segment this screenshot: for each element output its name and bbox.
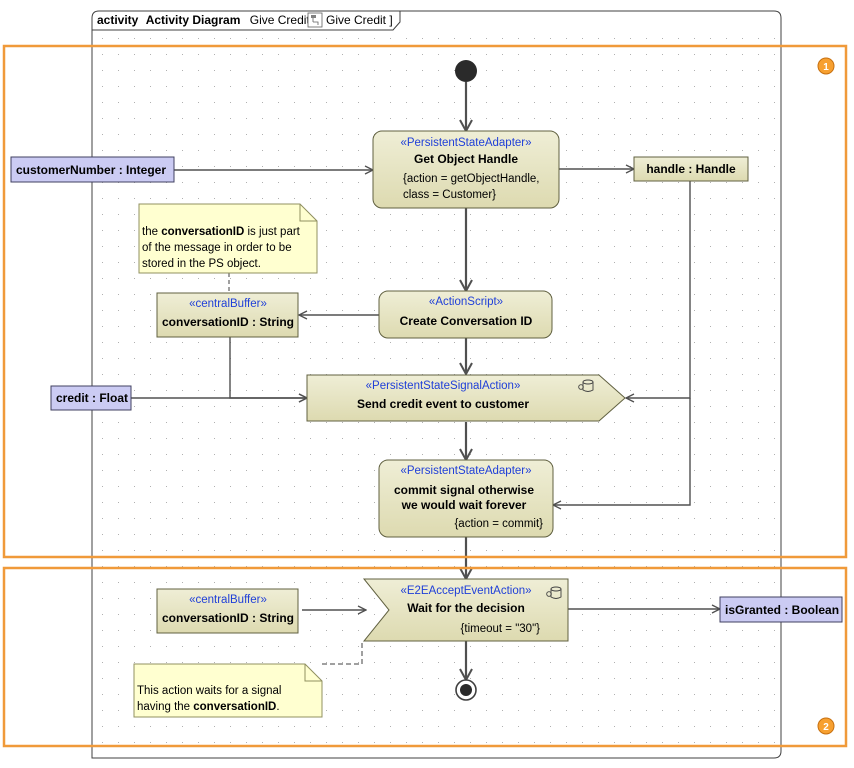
stereotype-label: «PersistentStateSignalAction» xyxy=(366,380,521,392)
central-buffer-2[interactable]: «centralBuffer» conversationID : String xyxy=(156,588,299,634)
param-customer-number[interactable]: customerNumber : Integer xyxy=(10,156,175,183)
note-line-1: This action waits for a signal xyxy=(137,685,281,697)
persistent-state-icon xyxy=(546,586,562,599)
action-send-credit-event[interactable]: «PersistentStateSignalAction» Send credi… xyxy=(306,374,626,422)
persistent-state-icon xyxy=(578,379,594,392)
initial-node xyxy=(455,60,477,82)
action-get-object-handle[interactable]: «PersistentStateAdapter» Get Object Hand… xyxy=(372,130,560,209)
action-props: {timeout = "30"} xyxy=(461,623,541,635)
stereotype-label: «centralBuffer» xyxy=(189,594,267,606)
stereotype-label: «centralBuffer» xyxy=(189,298,267,310)
action-props-1: {action = getObjectHandle, xyxy=(403,173,540,185)
object-handle[interactable]: handle : Handle xyxy=(633,156,749,182)
activity-final-node xyxy=(455,679,477,701)
action-name-2: we would wait forever xyxy=(401,498,527,512)
action-name-1: commit signal otherwise xyxy=(394,483,534,497)
action-name: Get Object Handle xyxy=(414,152,518,166)
note-line-2: having the conversationID. xyxy=(137,701,280,713)
flow-handle-to-commit xyxy=(553,398,691,505)
behavior-icon xyxy=(307,12,323,28)
central-buffer-1[interactable]: «centralBuffer» conversationID : String xyxy=(156,292,299,338)
action-name: Send credit event to customer xyxy=(357,397,529,411)
region-1: 1 xyxy=(2,44,848,559)
action-wait-for-decision[interactable]: «E2EAcceptEventAction» Wait for the deci… xyxy=(362,578,569,642)
buffer-name: conversationID : String xyxy=(162,315,294,329)
action-commit-signal[interactable]: «PersistentStateAdapter» commit signal o… xyxy=(378,459,554,538)
stereotype-label: «E2EAcceptEventAction» xyxy=(400,585,531,597)
frame-behavior: Give Credit ] xyxy=(326,13,393,27)
stereotype-label: «PersistentStateAdapter» xyxy=(400,137,531,149)
activity-frame: activity Activity Diagram Give Credit [ … xyxy=(91,10,782,759)
stereotype-label: «PersistentStateAdapter» xyxy=(400,465,531,477)
action-props: {action = commit} xyxy=(454,518,543,530)
note-line-2: of the message in order to be xyxy=(142,242,292,254)
param-credit[interactable]: credit : Float xyxy=(50,385,132,411)
buffer-name: conversationID : String xyxy=(162,611,294,625)
action-props-2: class = Customer} xyxy=(403,189,496,201)
frame-title: activity Activity Diagram Give Credit [ xyxy=(97,13,317,27)
note2-anchor xyxy=(322,641,363,665)
note-wait-signal: This action waits for a signal having th… xyxy=(133,663,323,718)
action-name: Create Conversation ID xyxy=(400,314,533,328)
region-badge: 2 xyxy=(823,722,829,733)
object-label: handle : Handle xyxy=(646,162,736,176)
param-label: credit : Float xyxy=(56,391,128,405)
action-create-conversation-id[interactable]: «ActionScript» Create Conversation ID xyxy=(378,290,553,339)
note-line-3: stored in the PS object. xyxy=(142,258,261,270)
param-label: customerNumber : Integer xyxy=(16,163,166,177)
note-line-1: the conversationID is just part xyxy=(142,226,301,238)
param-is-granted[interactable]: isGranted : Boolean xyxy=(719,596,843,623)
region-badge: 1 xyxy=(823,62,829,73)
region-2: 2 xyxy=(2,566,848,748)
note-conversation-id: the conversationID is just part of the m… xyxy=(138,203,318,274)
stereotype-label: «ActionScript» xyxy=(429,296,503,308)
action-name: Wait for the decision xyxy=(407,601,525,615)
param-label: isGranted : Boolean xyxy=(725,603,839,617)
